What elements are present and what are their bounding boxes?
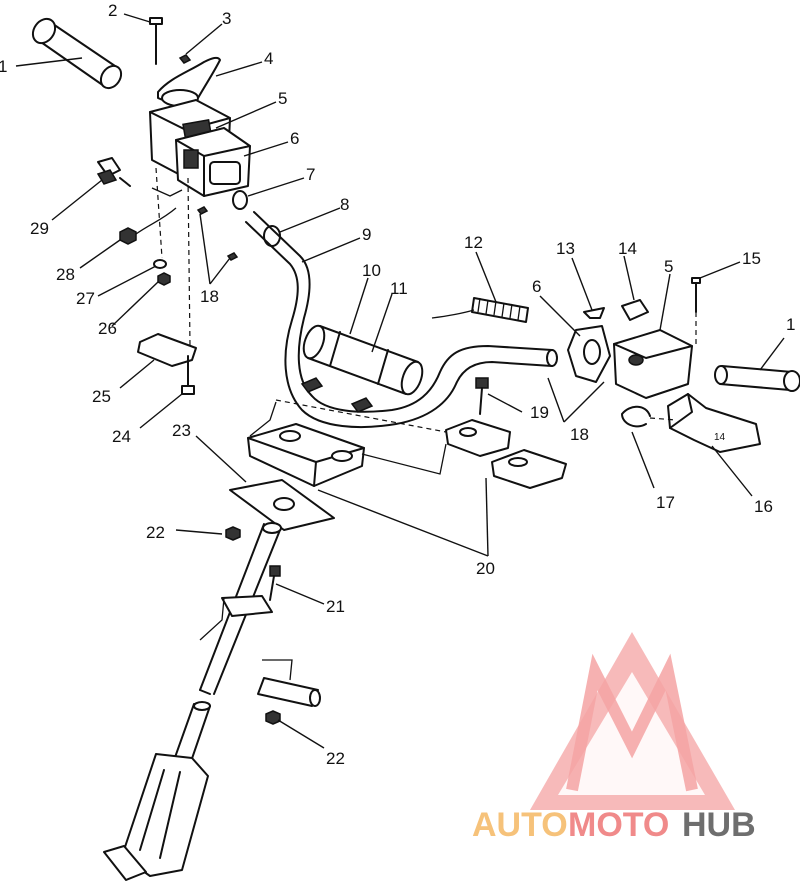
callout-1-right: 1: [786, 315, 795, 334]
screw-2: [149, 17, 163, 65]
callout-24: 24: [112, 427, 131, 446]
assembly-lines: [151, 167, 697, 681]
nut-22-upper: [225, 526, 241, 541]
throttle-housing-right: [613, 329, 693, 399]
callout-17: 17: [656, 493, 675, 512]
callout-28: 28: [56, 265, 75, 284]
bolt-21: [269, 565, 281, 601]
watermark-auto: AUTO: [472, 806, 568, 844]
steering-plate: [229, 479, 335, 531]
callout-12: 12: [464, 233, 483, 252]
nut-22-lower: [265, 710, 281, 725]
watermark-hub: HUB: [682, 806, 756, 844]
callout-labels: 1 2 3 4 5 6 7 8 9 10 11 12 13 14 5 15 1 …: [0, 1, 795, 768]
bolt-24: [181, 355, 195, 395]
clip-13: [583, 307, 605, 319]
callout-15: 15: [742, 249, 761, 268]
callout-4: 4: [264, 49, 273, 68]
callout-18-right: 18: [570, 425, 589, 444]
callout-18-left: 18: [200, 287, 219, 306]
switch-hole: [583, 339, 601, 365]
callout-27: 27: [76, 289, 95, 308]
callout-3: 3: [222, 9, 231, 28]
washer-7: [232, 190, 248, 210]
right-grip: [714, 365, 800, 392]
callout-2: 2: [108, 1, 117, 20]
bushing-sleeve: [257, 677, 321, 707]
brake-lever: 14: [667, 393, 761, 453]
upper-clamp: [247, 423, 365, 487]
bolt-19: [475, 377, 489, 415]
nut-28: [119, 227, 137, 245]
callout-11: 11: [390, 279, 408, 298]
bar-clamp-lower: [491, 449, 567, 489]
handlebar: [245, 211, 558, 428]
callout-14: 14: [618, 239, 637, 258]
wire-28: [135, 207, 177, 235]
watermark-moto: MOTO: [568, 806, 669, 844]
callout-1-left: 1: [0, 57, 7, 76]
watermark-m-letter: [566, 653, 698, 792]
nut-26: [157, 272, 171, 286]
callout-22-upper: 22: [146, 523, 165, 542]
callout-10: 10: [362, 261, 381, 280]
left-grip: [31, 17, 123, 90]
callout-21: 21: [326, 597, 345, 616]
callout-7: 7: [306, 165, 315, 184]
screw-18-left-a: [196, 206, 209, 215]
callout-5-left: 5: [278, 89, 287, 108]
handlebar-pad: [300, 324, 424, 413]
callout-9: 9: [362, 225, 371, 244]
switch-block-left: [175, 127, 251, 197]
callout-25: 25: [92, 387, 111, 406]
callout-13: 13: [556, 239, 575, 258]
washer-27: [153, 259, 167, 269]
clamp-plate-25: [137, 333, 197, 367]
steering-column: [103, 522, 282, 881]
callout-22-lower: 22: [326, 749, 345, 768]
callout-16: 16: [754, 497, 773, 516]
heater-coil: [431, 297, 529, 323]
bar-clamp-upper: [445, 419, 511, 457]
callout-26: 26: [98, 319, 117, 338]
callout-6-left: 6: [290, 129, 299, 148]
svg-text:14: 14: [714, 432, 726, 443]
screw-15: [691, 277, 701, 313]
watermark-logo: AUTO MOTO HUB: [472, 632, 756, 844]
callout-5-right: 5: [664, 257, 673, 276]
button-14: [621, 299, 649, 321]
callout-6-right: 6: [532, 277, 541, 296]
callout-23: 23: [172, 421, 191, 440]
leader-lines: [15, 13, 785, 749]
clip-3: [178, 54, 192, 64]
callout-19: 19: [530, 403, 549, 422]
callout-29: 29: [30, 219, 49, 238]
callout-20: 20: [476, 559, 495, 578]
callout-8: 8: [340, 195, 349, 214]
c-clip-17: [621, 405, 651, 428]
kill-switch: [96, 157, 131, 187]
